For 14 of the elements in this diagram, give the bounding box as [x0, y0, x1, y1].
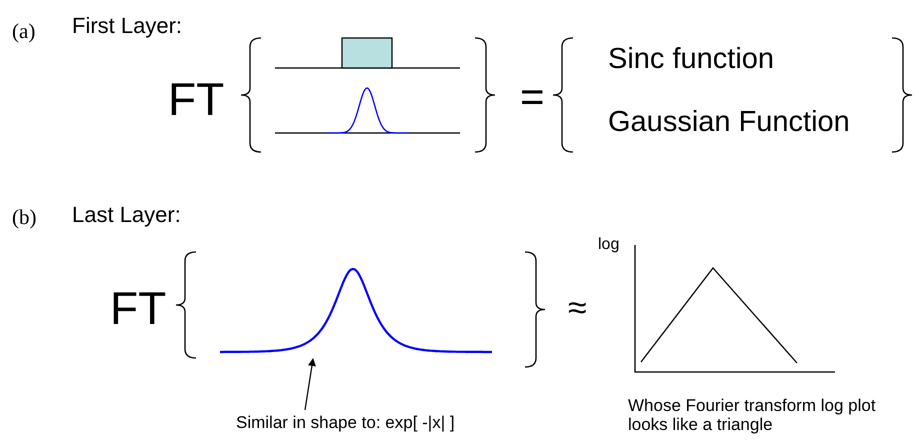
- result-text: Gaussian Function: [608, 107, 850, 139]
- leader-line: [304, 358, 316, 410]
- axis-label: log: [598, 236, 620, 254]
- result-text: Sinc function: [608, 44, 774, 76]
- panel-label: (b): [12, 206, 36, 230]
- note-text: Whose Fourier transform log plot looks like a triangle: [628, 397, 877, 434]
- approx-sign: ≈: [568, 290, 587, 328]
- equals-sign: =: [520, 74, 545, 120]
- panel-heading: Last Layer:: [72, 203, 181, 228]
- operator-symbol: FT: [168, 74, 224, 125]
- panel-label: (a): [12, 20, 36, 44]
- panel-heading: First Layer:: [72, 14, 182, 38]
- caption-text: Similar in shape to: exp[ -|x| ]: [236, 414, 455, 433]
- operator-symbol: FT: [110, 283, 166, 334]
